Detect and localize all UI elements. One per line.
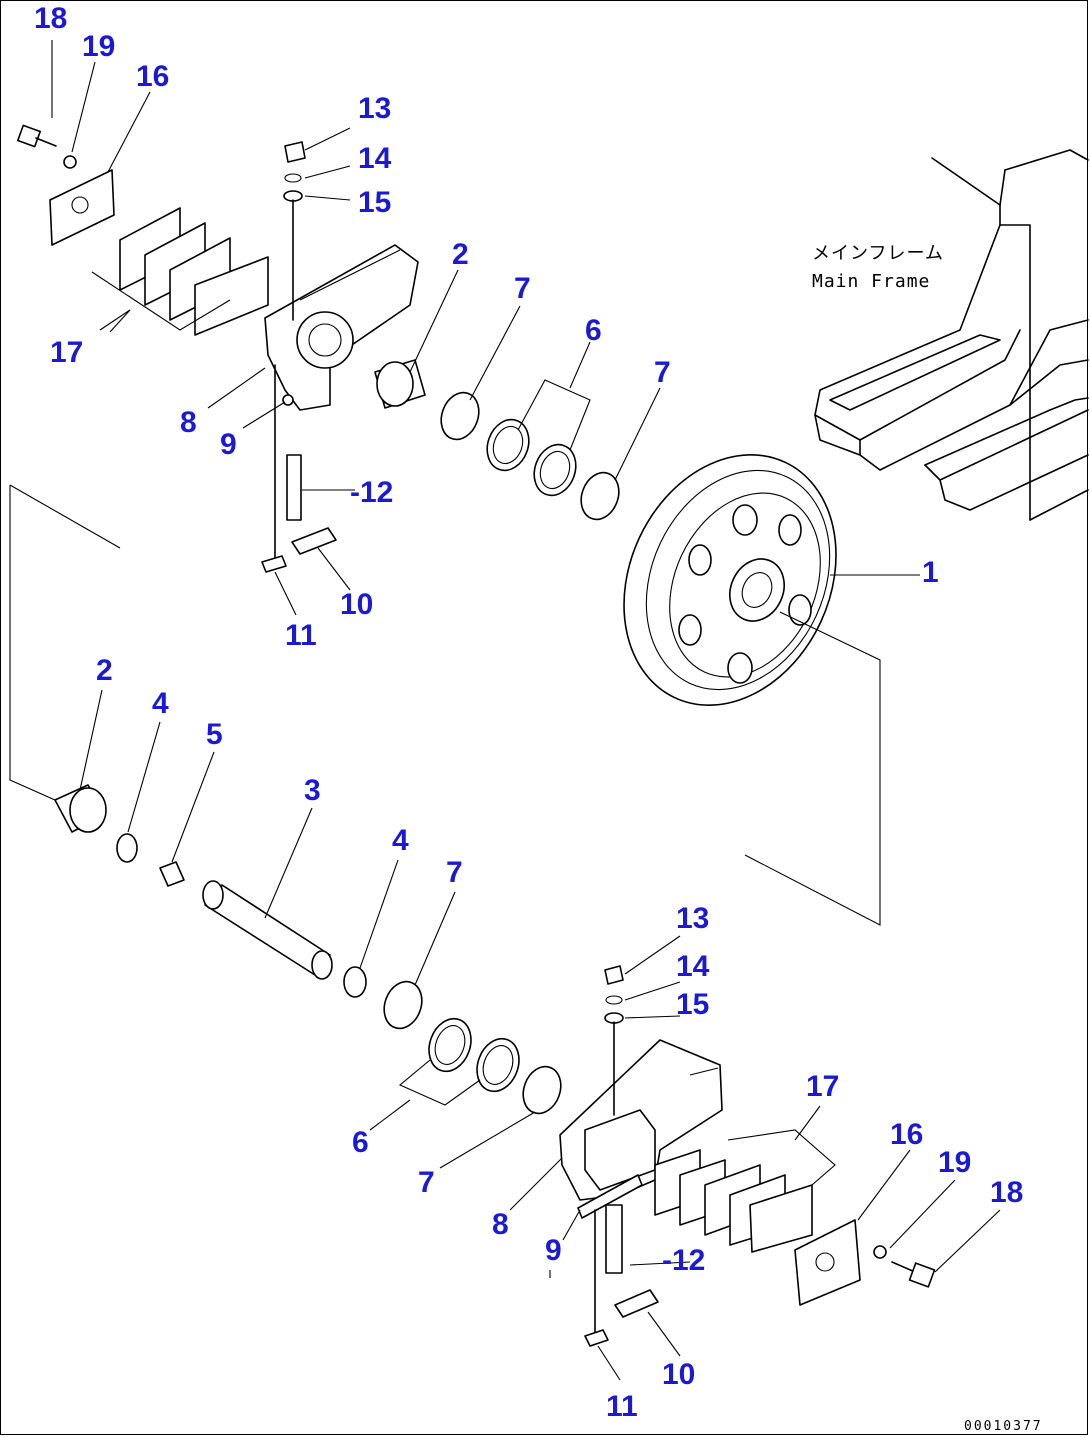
callout-lower-6: 6	[352, 1126, 369, 1159]
callout-upper-16: 16	[136, 60, 169, 93]
middle-o-ring-4a	[116, 833, 138, 863]
idler-wheel-1	[623, 454, 837, 706]
lower-plate-11	[584, 1329, 609, 1347]
callout-lower-7: 7	[418, 1166, 435, 1199]
upper-plate-10	[291, 527, 337, 555]
callout-lower-17: 17	[806, 1070, 839, 1103]
callout-shaft-3: 3	[304, 774, 321, 807]
lower-support-8	[559, 1039, 723, 1219]
lower-floating-seal-6	[398, 1017, 520, 1106]
middle-lock-5	[159, 861, 185, 887]
callout-upper-2: 2	[452, 238, 469, 271]
callout-middle-2: 2	[96, 654, 113, 687]
middle-o-ring-7	[383, 980, 423, 1030]
callout-middle-5: 5	[206, 718, 223, 751]
callout-upper-15: 15	[358, 186, 391, 219]
upper-plate-11	[261, 555, 287, 573]
callout-lower-8: 8	[492, 1208, 509, 1241]
lower-bolt-12	[605, 1204, 623, 1274]
main-frame-drawing	[814, 149, 1089, 521]
lower-plate-16	[794, 1219, 861, 1306]
callout-middle-7: 7	[446, 856, 463, 889]
upper-bolt-12	[286, 454, 302, 521]
callout-lower-19: 19	[938, 1146, 971, 1179]
lower-plate-10	[614, 1289, 659, 1318]
callout-upper-12: -12	[350, 476, 393, 509]
callout-lower-11: 11	[606, 1390, 638, 1423]
upper-washer-19	[63, 155, 77, 169]
upper-shims-17	[91, 207, 269, 336]
drawing-code: 00010377	[964, 1419, 1043, 1434]
callout-upper-19: 19	[82, 30, 115, 63]
callout-upper-7b: 7	[654, 356, 671, 389]
upper-o-ring-7b	[580, 471, 620, 521]
callout-lower-14: 14	[676, 950, 710, 983]
lower-washer-14	[605, 995, 623, 1005]
shaft-3	[202, 880, 333, 980]
callout-middle-4b: 4	[392, 824, 409, 857]
callout-lower-12: -12	[662, 1244, 705, 1277]
callout-lower-13: 13	[676, 902, 709, 935]
lower-washer-19	[873, 1245, 887, 1259]
lower-shims-17	[654, 1129, 836, 1253]
middle-bushing-2	[54, 784, 107, 833]
leader-lines	[51, 40, 1001, 1381]
upper-o-ring-7a	[440, 391, 480, 441]
callout-middle-4a: 4	[152, 687, 169, 720]
middle-o-ring-4b	[343, 966, 367, 998]
upper-grease-fitting-9	[282, 394, 294, 406]
callout-lower-16: 16	[890, 1118, 923, 1151]
callout-upper-6: 6	[585, 314, 602, 347]
callout-idler-1: 1	[922, 556, 939, 589]
callout-upper-10: 10	[340, 588, 373, 621]
callout-upper-13: 13	[358, 92, 391, 125]
upper-plate-16	[49, 169, 115, 246]
callout-upper-18: 18	[34, 2, 67, 35]
callout-upper-8: 8	[180, 406, 197, 439]
main-frame-label-en: Main Frame	[812, 271, 930, 292]
upper-nut-13	[284, 141, 306, 163]
upper-washer-14	[284, 173, 302, 183]
upper-bolt-18	[17, 124, 57, 148]
callout-lower-18: 18	[990, 1176, 1023, 1209]
upper-floating-seal-6	[486, 379, 591, 497]
callout-upper-9: 9	[220, 428, 237, 461]
upper-support-8	[264, 244, 419, 411]
callout-upper-14: 14	[358, 142, 392, 175]
lower-nut-13	[604, 965, 624, 985]
callout-lower-15: 15	[676, 988, 709, 1021]
callout-upper-11: 11	[285, 619, 317, 652]
callout-upper-17: 17	[50, 336, 83, 369]
lower-o-ring-7	[522, 1065, 562, 1115]
lower-bolt-18	[891, 1261, 936, 1288]
callout-lower-9: 9	[545, 1234, 562, 1267]
lower-grease-plate-9	[577, 1174, 643, 1219]
main-frame-label-jp: メインフレーム	[812, 243, 944, 264]
upper-bushing-2	[374, 359, 426, 409]
callout-upper-7a: 7	[514, 272, 531, 305]
callout-lower-10: 10	[662, 1358, 695, 1391]
